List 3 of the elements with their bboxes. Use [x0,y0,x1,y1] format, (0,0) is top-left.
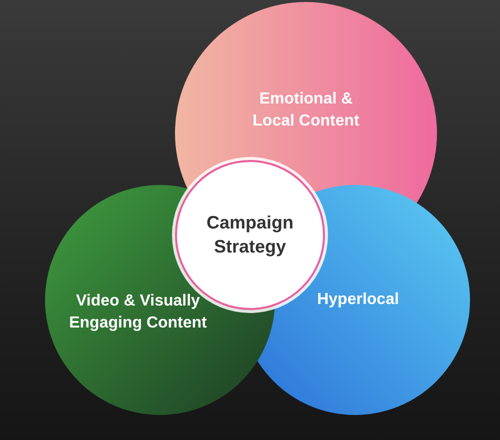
circle-label: Video & Visually Engaging Content [63,290,213,334]
circle-label: Emotional & Local Content [244,88,368,132]
circle-label: Hyperlocal [283,289,433,311]
